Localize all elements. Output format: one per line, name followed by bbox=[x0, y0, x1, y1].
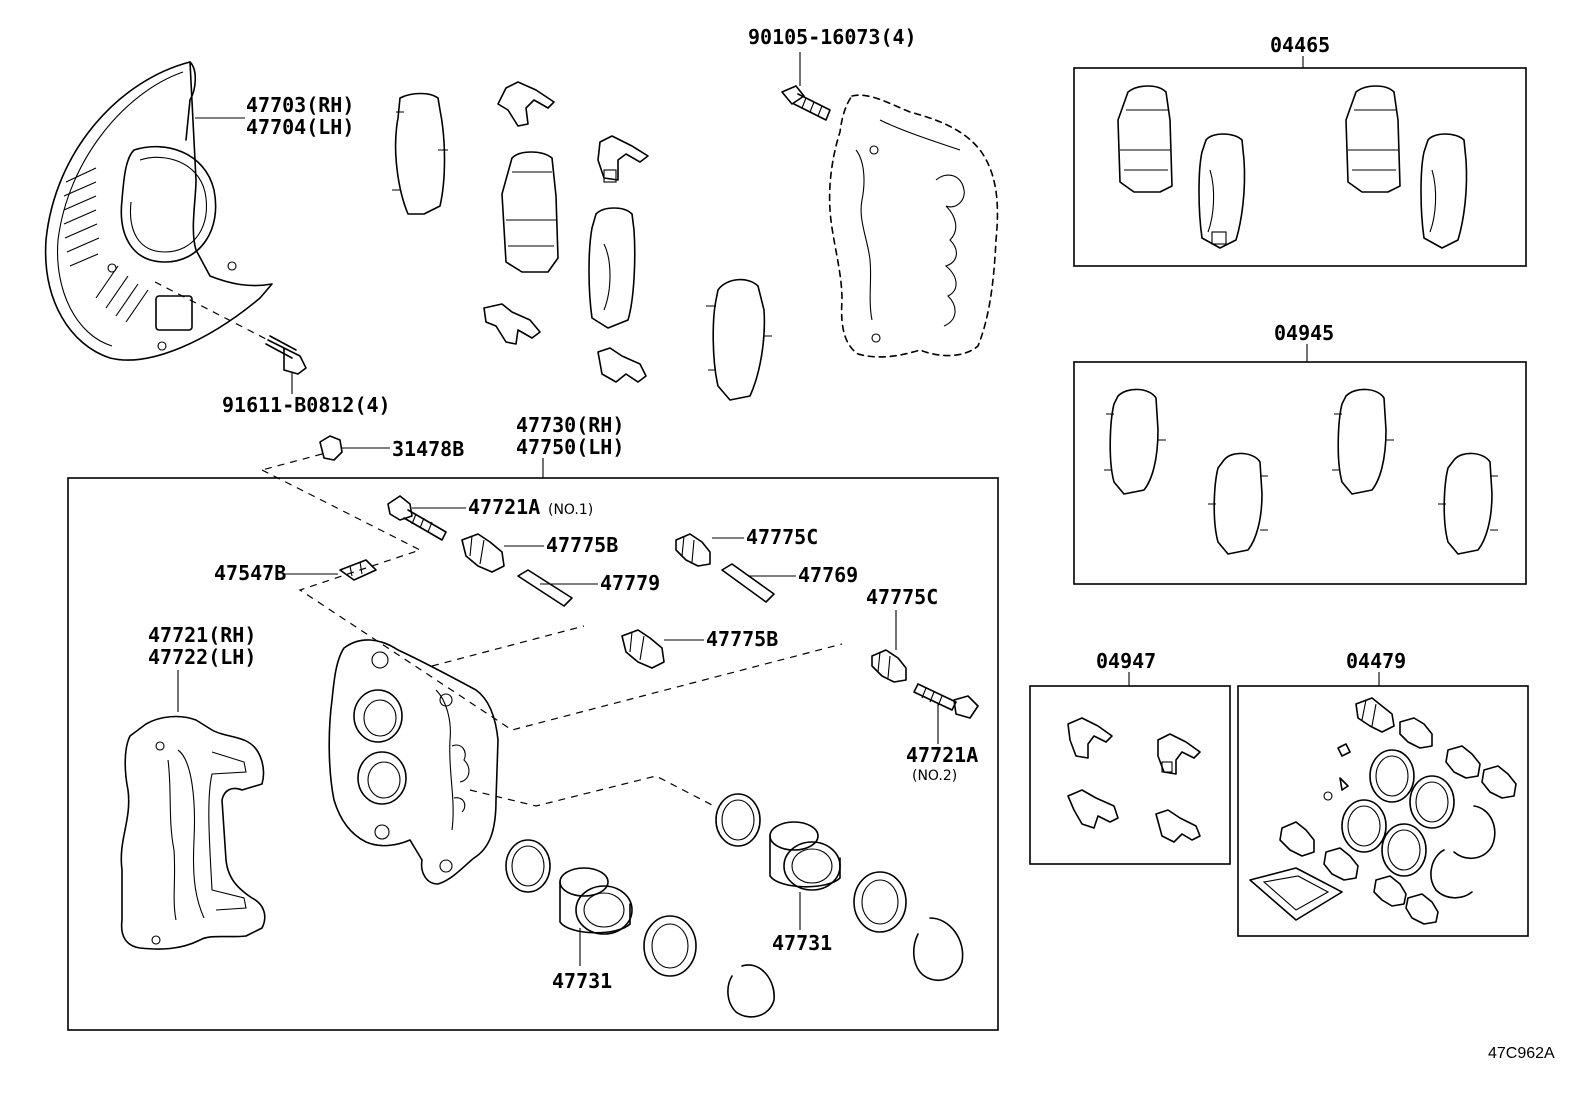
pin-47779-label: 47779 bbox=[600, 571, 660, 595]
bolt-icon[interactable] bbox=[265, 335, 307, 375]
kit-04479-box bbox=[1237, 685, 1529, 937]
boot-icon[interactable] bbox=[1279, 821, 1315, 857]
piston-icon[interactable] bbox=[559, 867, 633, 935]
brake-pad-icon[interactable] bbox=[1345, 85, 1401, 193]
pad-clip-icon[interactable] bbox=[483, 303, 541, 345]
caliper-rh-label: 47730(RH) bbox=[516, 413, 624, 437]
boot-c-upper-label: 47775C bbox=[746, 525, 818, 549]
boot-icon[interactable] bbox=[871, 649, 907, 683]
kit-04465-label: 04465 bbox=[1270, 33, 1330, 57]
boot-icon[interactable] bbox=[1355, 697, 1395, 733]
boot-icon[interactable] bbox=[1373, 875, 1407, 907]
retaining-ring-icon[interactable] bbox=[727, 964, 775, 1018]
pad-clip-icon[interactable] bbox=[497, 81, 555, 127]
piston-seal-icon[interactable] bbox=[505, 839, 551, 893]
piston-seal-icon[interactable] bbox=[853, 871, 907, 933]
boot-b-lower-label: 47775B bbox=[706, 627, 778, 651]
kit-04947-label: 04947 bbox=[1096, 649, 1156, 673]
brake-pad-icon[interactable] bbox=[1332, 388, 1394, 495]
pad-clip-icon[interactable] bbox=[1157, 733, 1201, 775]
pad-clip-icon[interactable] bbox=[597, 347, 647, 383]
boot-c-lower-label: 47775C bbox=[866, 585, 938, 609]
bleeder-plug-icon[interactable] bbox=[339, 559, 377, 581]
bleeder-cap-icon[interactable] bbox=[319, 435, 343, 461]
piston-seal-icon[interactable] bbox=[715, 793, 761, 847]
mounting-bracket-icon[interactable] bbox=[120, 715, 266, 950]
pin-47769-label: 47769 bbox=[798, 563, 858, 587]
slide-pin-no2-note: (NO.2) bbox=[912, 768, 957, 784]
slide-pin-no1-label: 47721A bbox=[468, 495, 540, 519]
diagram-reference-code: 47C962A bbox=[1488, 1045, 1555, 1062]
brake-pad-icon[interactable] bbox=[1208, 452, 1268, 555]
piston-lower-label: 47731 bbox=[552, 969, 612, 993]
piston-seal-icon[interactable] bbox=[1409, 775, 1455, 829]
slide-pin-no1-note: (NO.1) bbox=[548, 502, 593, 518]
piston-upper-label: 47731 bbox=[772, 931, 832, 955]
brake-pad-icon[interactable] bbox=[1117, 85, 1173, 193]
brake-pad-icon[interactable] bbox=[1420, 133, 1468, 249]
piston-seal-icon[interactable] bbox=[1341, 799, 1387, 853]
boot-b-upper-label: 47775B bbox=[546, 533, 618, 557]
shield-bolt-label: 91611-B0812(4) bbox=[222, 393, 391, 417]
brake-pad-icon[interactable] bbox=[706, 278, 772, 401]
leader-dashed-shield bbox=[154, 281, 269, 341]
mounting-lh-label: 47722(LH) bbox=[148, 645, 256, 669]
pad-clip-icon[interactable] bbox=[597, 135, 649, 183]
kit-04479-label: 04479 bbox=[1346, 649, 1406, 673]
caliper-body-icon[interactable] bbox=[328, 639, 499, 885]
boot-icon[interactable] bbox=[1405, 893, 1439, 925]
caliper-lh-label: 47750(LH) bbox=[516, 435, 624, 459]
mounting-rh-label: 47721(RH) bbox=[148, 623, 256, 647]
caliper-bolt-label: 90105-16073(4) bbox=[748, 25, 917, 49]
piston-seal-icon[interactable] bbox=[643, 915, 697, 977]
bolt-icon[interactable] bbox=[781, 85, 831, 121]
slide-pin-icon[interactable] bbox=[387, 495, 447, 541]
retaining-ring-icon[interactable] bbox=[912, 917, 964, 982]
grease-packet-icon[interactable] bbox=[1249, 867, 1343, 921]
boot-icon[interactable] bbox=[1481, 765, 1517, 799]
kit-04945-label: 04945 bbox=[1274, 321, 1334, 345]
slide-pin-no2-label: 47721A bbox=[906, 743, 978, 767]
bleeder-cap-label: 31478B bbox=[392, 437, 464, 461]
brake-pad-icon[interactable] bbox=[1198, 133, 1246, 249]
bleeder-cap-icon[interactable] bbox=[1337, 743, 1351, 757]
shield-lh-label: 47704(LH) bbox=[246, 115, 354, 139]
brake-pad-icon[interactable] bbox=[588, 207, 636, 329]
piston-seal-icon[interactable] bbox=[1381, 823, 1427, 877]
caliper-icon[interactable] bbox=[828, 94, 999, 358]
brake-pad-icon[interactable] bbox=[392, 92, 448, 215]
brake-pad-icon[interactable] bbox=[1104, 388, 1166, 495]
kit-04947-box bbox=[1029, 685, 1231, 865]
boot-icon[interactable] bbox=[1445, 745, 1481, 779]
kit-04945-box bbox=[1073, 361, 1527, 585]
slide-pin-icon[interactable] bbox=[721, 563, 775, 603]
boot-icon[interactable] bbox=[675, 533, 711, 567]
brake-pad-icon[interactable] bbox=[501, 151, 559, 273]
boot-icon[interactable] bbox=[1399, 717, 1433, 749]
dust-shield-icon[interactable] bbox=[44, 61, 273, 361]
brake-pad-icon[interactable] bbox=[1438, 452, 1498, 555]
slide-pin-icon[interactable] bbox=[913, 683, 979, 719]
boot-icon[interactable] bbox=[621, 629, 665, 669]
bleeder-plug-label: 47547B bbox=[214, 561, 286, 585]
pad-clip-icon[interactable] bbox=[1067, 789, 1119, 829]
boot-icon[interactable] bbox=[461, 533, 505, 573]
retaining-ring-icon[interactable] bbox=[1430, 849, 1473, 899]
slide-pin-icon[interactable] bbox=[517, 569, 573, 607]
retaining-ring-icon[interactable] bbox=[1453, 805, 1496, 859]
kit-04465-box bbox=[1073, 67, 1527, 267]
caliper-kit-box bbox=[67, 477, 999, 1031]
pad-clip-icon[interactable] bbox=[1155, 809, 1201, 843]
piston-icon[interactable] bbox=[769, 821, 841, 891]
piston-seal-icon[interactable] bbox=[1369, 749, 1415, 803]
boot-icon[interactable] bbox=[1323, 847, 1359, 881]
small-parts-icon[interactable] bbox=[1323, 777, 1349, 801]
pad-clip-icon[interactable] bbox=[1067, 717, 1113, 759]
shield-rh-label: 47703(RH) bbox=[246, 93, 354, 117]
